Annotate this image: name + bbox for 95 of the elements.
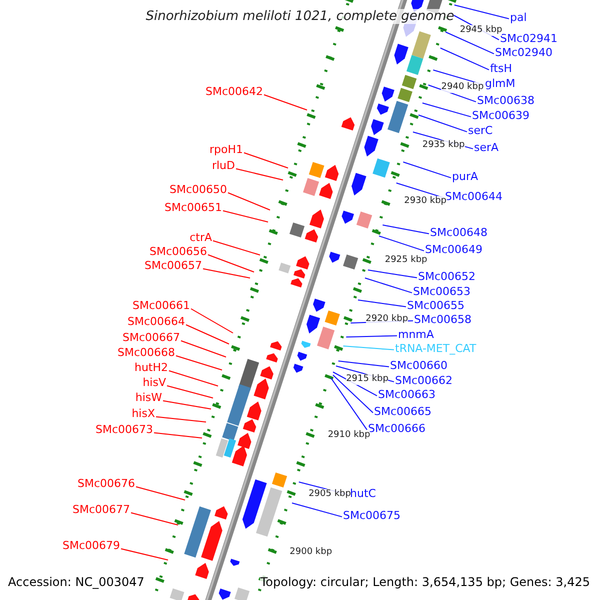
gene-label: SMc00665: [374, 405, 432, 418]
gene-label: hutC: [350, 487, 376, 500]
gene-label: SMc00662: [395, 374, 453, 387]
leader-line: [154, 432, 202, 438]
gene-label: SMc00657: [144, 259, 202, 272]
gene-label: SMc02940: [495, 46, 553, 59]
leader-line: [156, 416, 206, 422]
leader-line: [130, 512, 178, 526]
gene-label: rpoH1: [209, 143, 243, 156]
gene-label: hisW: [135, 391, 162, 404]
gene-label: glmM: [485, 77, 516, 90]
leader-line: [364, 278, 412, 294]
leader-line: [292, 502, 342, 518]
leader-line: [176, 355, 222, 370]
leader-line: [418, 114, 468, 132]
leader-line: [136, 486, 186, 500]
leader-line: [244, 152, 288, 168]
gene-label: SMc02941: [500, 32, 558, 45]
gene-label: SMc00661: [132, 299, 190, 312]
leader-line: [402, 162, 452, 178]
gene-label: SMc00679: [62, 539, 120, 552]
gene-label: hisX: [132, 407, 155, 420]
gene-label: ctrA: [190, 231, 212, 244]
info-text: Accession: NC_003047: [8, 575, 144, 589]
leader-line: [358, 300, 406, 308]
gene-label: serA: [474, 141, 499, 154]
gene-label: mnmA: [398, 328, 434, 341]
gene-label: SMc00649: [425, 243, 483, 256]
gene-label: SMc00675: [343, 509, 401, 522]
gene-label: SMc00650: [169, 183, 227, 196]
gene-label: SMc00664: [127, 315, 185, 328]
scale-label: 2920 kbp: [366, 314, 408, 325]
gene-label: SMc00660: [390, 359, 448, 372]
leader-line: [346, 335, 398, 338]
scale-label: 2945 kbp: [460, 25, 502, 36]
leader-line: [166, 385, 214, 398]
leader-line: [228, 192, 270, 210]
info-text: Topology: circular; Length: 3,654,135 bp; Genes: 3,425: [260, 575, 590, 589]
gene-label: SMc00676: [77, 477, 135, 490]
scale-label: 2925 kbp: [384, 255, 428, 266]
gene-label: SMc00644: [445, 190, 503, 203]
gene-label: SMc00667: [122, 331, 180, 344]
gene-label: rluD: [212, 159, 235, 172]
gene-label: SMc00656: [149, 245, 207, 258]
gene-label: SMc00658: [414, 313, 472, 326]
gene-label: purA: [452, 170, 478, 183]
gene-label: ftsH: [490, 62, 512, 75]
scale-label: 2930 kbp: [404, 196, 446, 207]
gene-label: SMc00648: [430, 226, 488, 239]
scale-label: 2900 kbp: [290, 547, 332, 558]
leader-line: [180, 340, 226, 358]
gene-label: SMc00642: [205, 85, 263, 98]
gene-label: tRNA-MET_CAT: [395, 342, 476, 355]
leader-line: [422, 102, 472, 118]
leader-line: [445, 32, 494, 54]
leader-line: [338, 360, 390, 368]
leader-line: [222, 210, 268, 222]
leader-line: [330, 378, 368, 430]
leader-line: [378, 236, 424, 252]
gene-label: SMc00651: [164, 201, 222, 214]
leader-line: [382, 224, 430, 234]
leader-line: [202, 268, 250, 278]
gene-label: pal: [510, 11, 527, 24]
scale-label: 2940 kbp: [441, 82, 484, 93]
scale-label: 2935 kbp: [422, 140, 465, 151]
gene-label: SMc00663: [378, 388, 436, 401]
leader-line: [162, 400, 212, 410]
scale-label: 2910 kbp: [328, 430, 370, 441]
gene-label: serC: [468, 124, 493, 137]
leader-line: [120, 548, 168, 560]
gene-label: SMc00638: [477, 94, 535, 107]
gene-label: SMc00677: [72, 503, 130, 516]
leader-line: [332, 374, 374, 414]
title: Sinorhizobium meliloti 1021, complete genome: [146, 9, 454, 24]
gene-label: SMc00673: [95, 423, 153, 436]
leader-line: [342, 346, 394, 350]
gene-label: SMc00639: [472, 109, 530, 122]
scale-label: 2905 kbp: [308, 489, 351, 500]
leader-line: [264, 94, 308, 110]
leader-line: [367, 270, 418, 278]
gene-label: SMc00653: [413, 285, 471, 298]
leader-line: [212, 240, 260, 256]
leader-line: [168, 370, 218, 386]
leader-line: [208, 254, 254, 272]
leader-line: [186, 324, 230, 344]
scale-label: 2915 kbp: [346, 374, 388, 385]
leader-line: [190, 308, 234, 334]
leader-line: [236, 168, 284, 180]
leader-line: [454, 4, 510, 20]
gene-label: SMc00652: [418, 270, 476, 283]
gene-label: SMc00655: [407, 299, 465, 312]
gene-label: hisV: [142, 376, 166, 389]
leader-line: [440, 48, 490, 70]
gene-label: hutH2: [134, 361, 168, 374]
gene-label: SMc00668: [117, 346, 175, 359]
